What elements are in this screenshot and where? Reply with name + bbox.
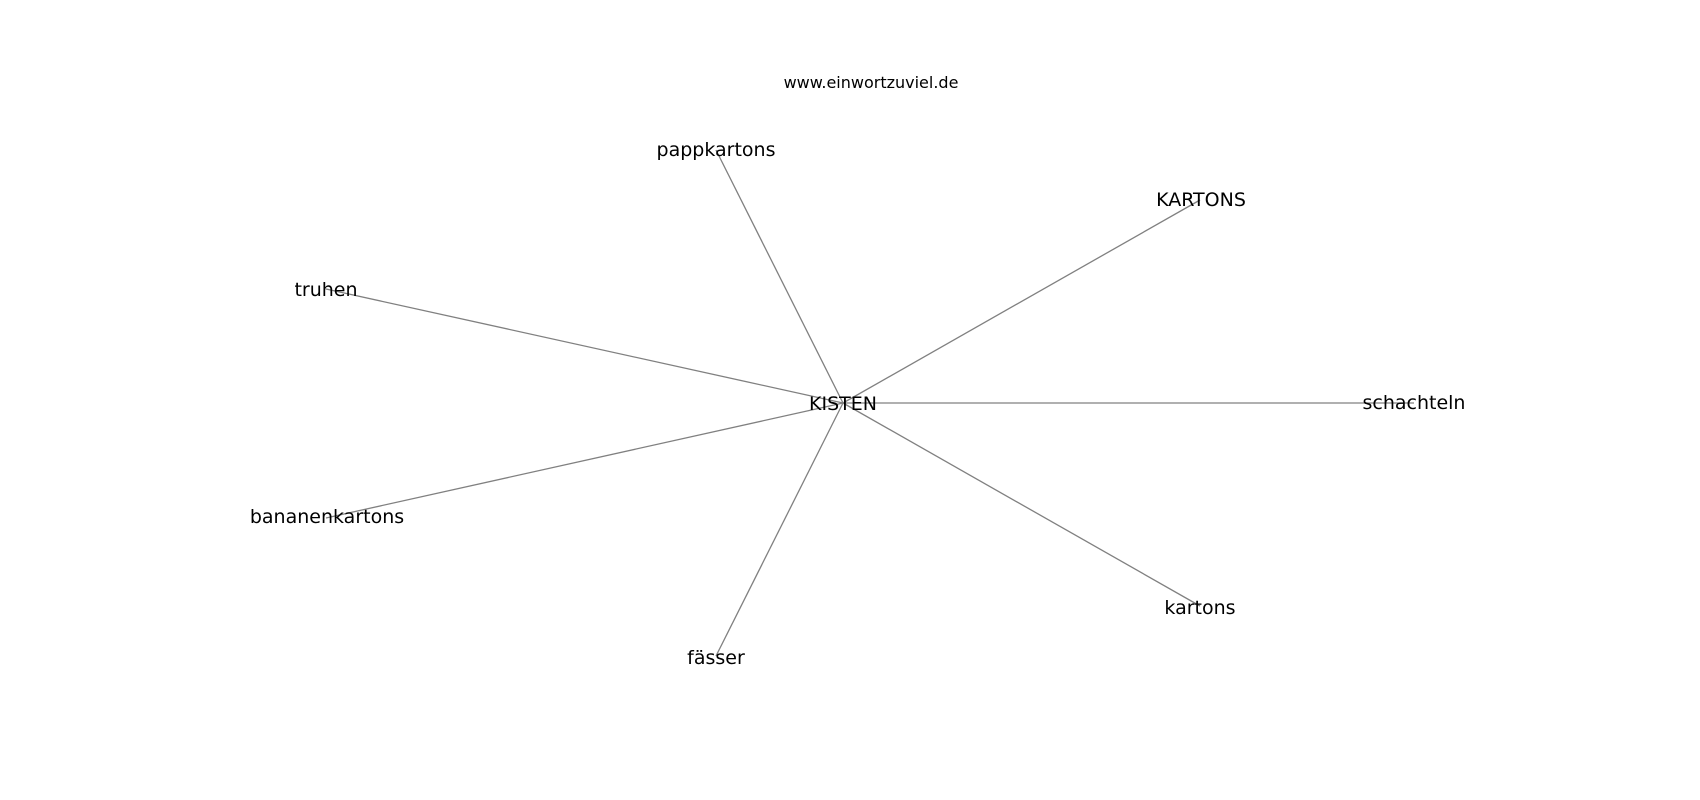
nodes: KISTEN pappkartons KARTONS truhen schach… — [250, 139, 1466, 669]
site-title: www.einwortzuviel.de — [784, 73, 959, 92]
node-center: KISTEN — [809, 393, 877, 415]
node-pappkartons: pappkartons — [657, 139, 776, 161]
edge-kartons-upper — [842, 199, 1201, 404]
edges — [325, 149, 1414, 657]
node-schachteln: schachteln — [1363, 392, 1466, 414]
node-truhen: truhen — [294, 279, 357, 301]
node-faesser: fässer — [687, 647, 745, 669]
edge-bananenkartons — [325, 402, 844, 519]
edge-faesser — [715, 402, 844, 657]
edge-pappkartons — [715, 149, 844, 404]
node-bananenkartons: bananenkartons — [250, 506, 404, 528]
node-kartons-lower: kartons — [1164, 597, 1235, 619]
edge-truhen — [325, 288, 844, 404]
node-kartons-upper: KARTONS — [1156, 189, 1246, 211]
edge-kartons-lower — [842, 402, 1201, 607]
